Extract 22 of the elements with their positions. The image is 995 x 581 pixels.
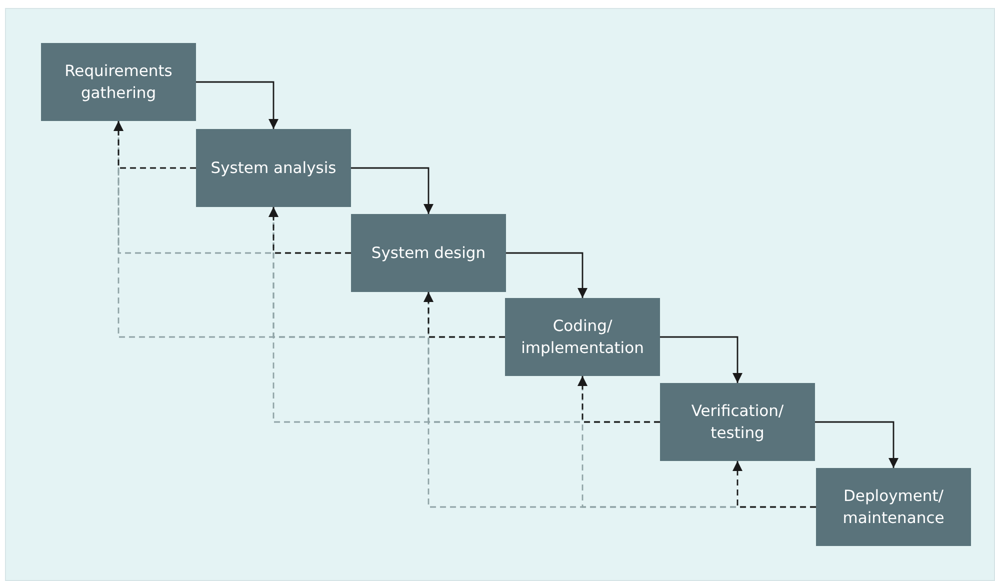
process-box xyxy=(505,298,660,376)
arrow xyxy=(578,376,660,423)
arrow xyxy=(815,421,898,468)
process-box xyxy=(41,43,196,121)
arrow xyxy=(196,81,278,129)
step-label: Requirements gathering xyxy=(64,60,174,104)
process-box xyxy=(816,468,971,546)
arrow xyxy=(732,461,816,508)
step-label: Verification/ testing xyxy=(690,400,785,444)
process-box xyxy=(196,129,351,207)
step-label: System design xyxy=(370,242,487,264)
arrow xyxy=(268,207,351,254)
step-label: Deployment/ maintenance xyxy=(842,486,946,529)
process-box xyxy=(351,214,506,292)
arrow xyxy=(114,121,196,169)
arrow xyxy=(506,252,588,298)
step-label: System analysis xyxy=(210,158,338,179)
arrow xyxy=(351,167,434,214)
step-label: Coding/ implementation xyxy=(520,316,645,359)
arrow xyxy=(660,336,742,383)
arrow xyxy=(424,292,505,338)
process-box xyxy=(660,383,815,461)
